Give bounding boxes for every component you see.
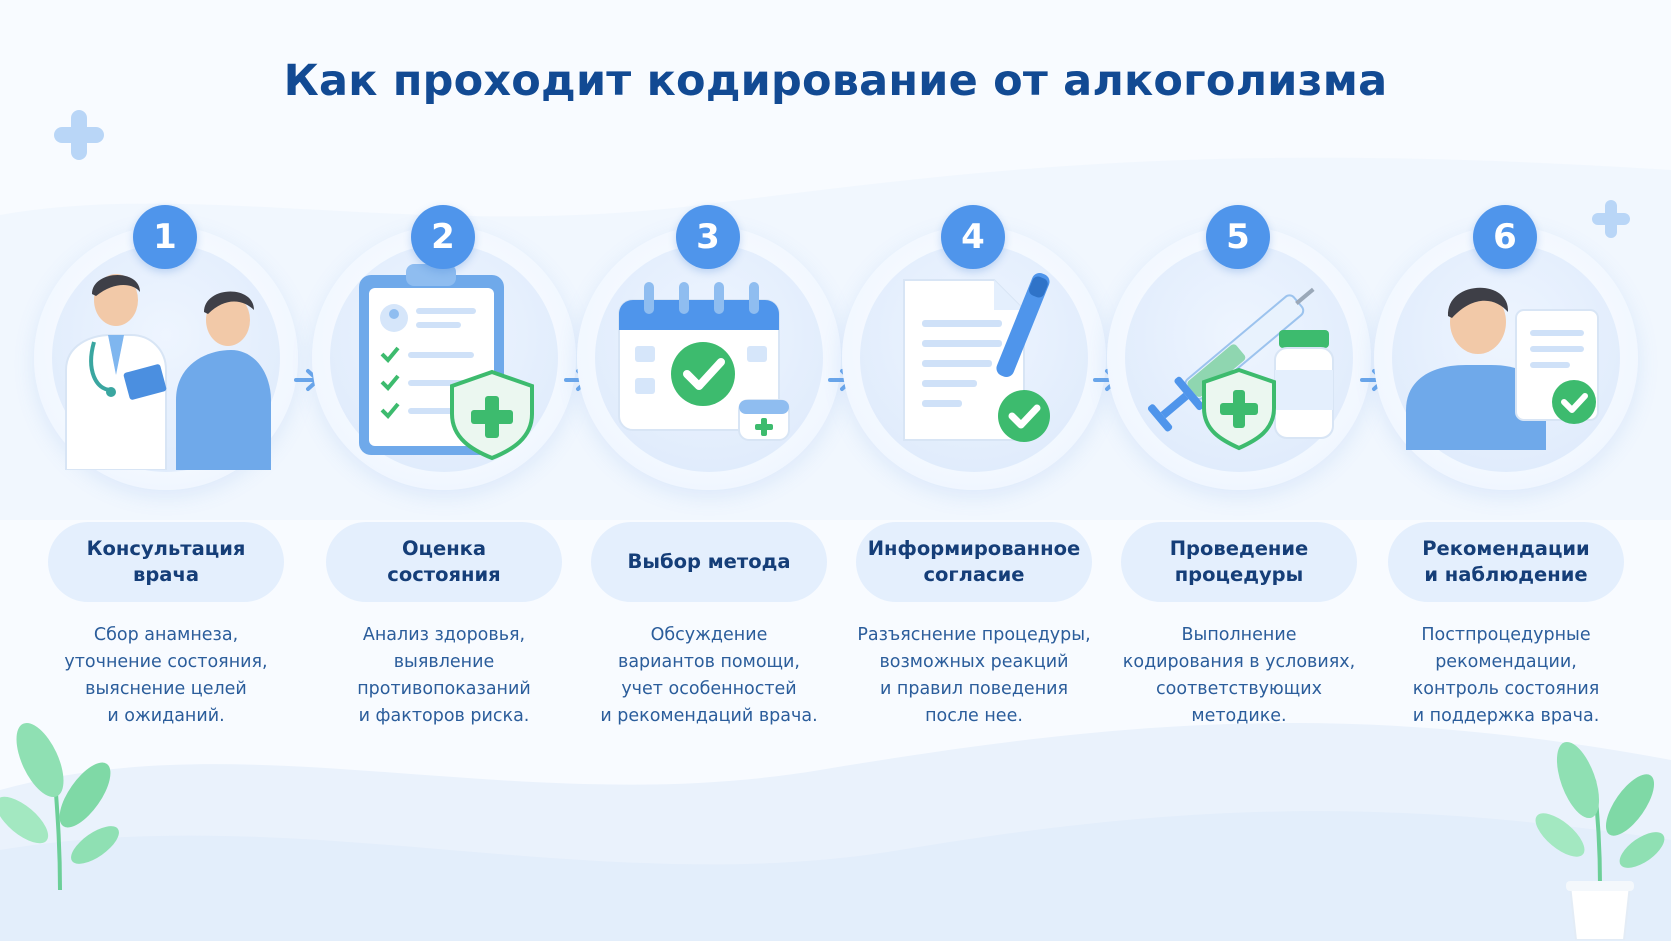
step-description: Постпроцедурные рекомендации, контроль с… [1412, 625, 1600, 726]
step-label: Проведение процедуры [1121, 522, 1357, 602]
step-number: 1 [133, 205, 197, 269]
step-number: 4 [941, 205, 1005, 269]
plant-left-icon [0, 722, 119, 890]
page-title: Как проходит кодирование от алкоголизма [283, 56, 1388, 106]
calendar-check-icon [618, 282, 790, 441]
step-description: Выполнение кодирования в условиях, соотв… [1122, 625, 1356, 726]
step-number: 6 [1473, 205, 1537, 269]
patient-report-icon [1406, 287, 1599, 450]
step-3: 3 Выбор метода Обсуждение вариантов помо… [559, 196, 859, 756]
syringe-shield-icon [1147, 287, 1334, 451]
step-label: Оценка состояния [326, 522, 562, 602]
step-label: Информированное согласие [856, 522, 1092, 602]
document-pen-icon [903, 273, 1050, 442]
step-number: 3 [676, 205, 740, 269]
potted-plant-icon [1535, 741, 1665, 940]
step-number: 2 [411, 205, 475, 269]
step-description: Обсуждение вариантов помощи, учет особен… [600, 625, 818, 726]
step-label: Консультация врача [48, 522, 284, 602]
step-2: 2 Оценка состояния Анализ здоровья, выяв… [294, 196, 594, 756]
doctor-patient-icon [65, 274, 271, 470]
clipboard-checklist-icon [359, 264, 534, 461]
step-label: Рекомендации и наблюдение [1388, 522, 1624, 602]
step-5: 5 Проведение процедуры Выполнение кодиро… [1089, 196, 1389, 756]
step-1: 1 Консультация врача Сбор анамнеза, уточ… [16, 196, 316, 756]
step-label: Выбор метода [591, 522, 827, 602]
step-6: 6 Рекомендации и наблюдение Постпроцедур… [1356, 196, 1656, 756]
plus-icon [1592, 200, 1630, 238]
step-description: Разъяснение процедуры, возможных реакций… [857, 625, 1091, 726]
plus-icon [54, 110, 104, 160]
step-number: 5 [1206, 205, 1270, 269]
step-4: 4 Информированное согласие Разъяснение п… [824, 196, 1124, 756]
step-description: Сбор анамнеза, уточнение состояния, выяс… [64, 625, 268, 726]
step-description: Анализ здоровья, выявление противопоказа… [357, 625, 531, 726]
